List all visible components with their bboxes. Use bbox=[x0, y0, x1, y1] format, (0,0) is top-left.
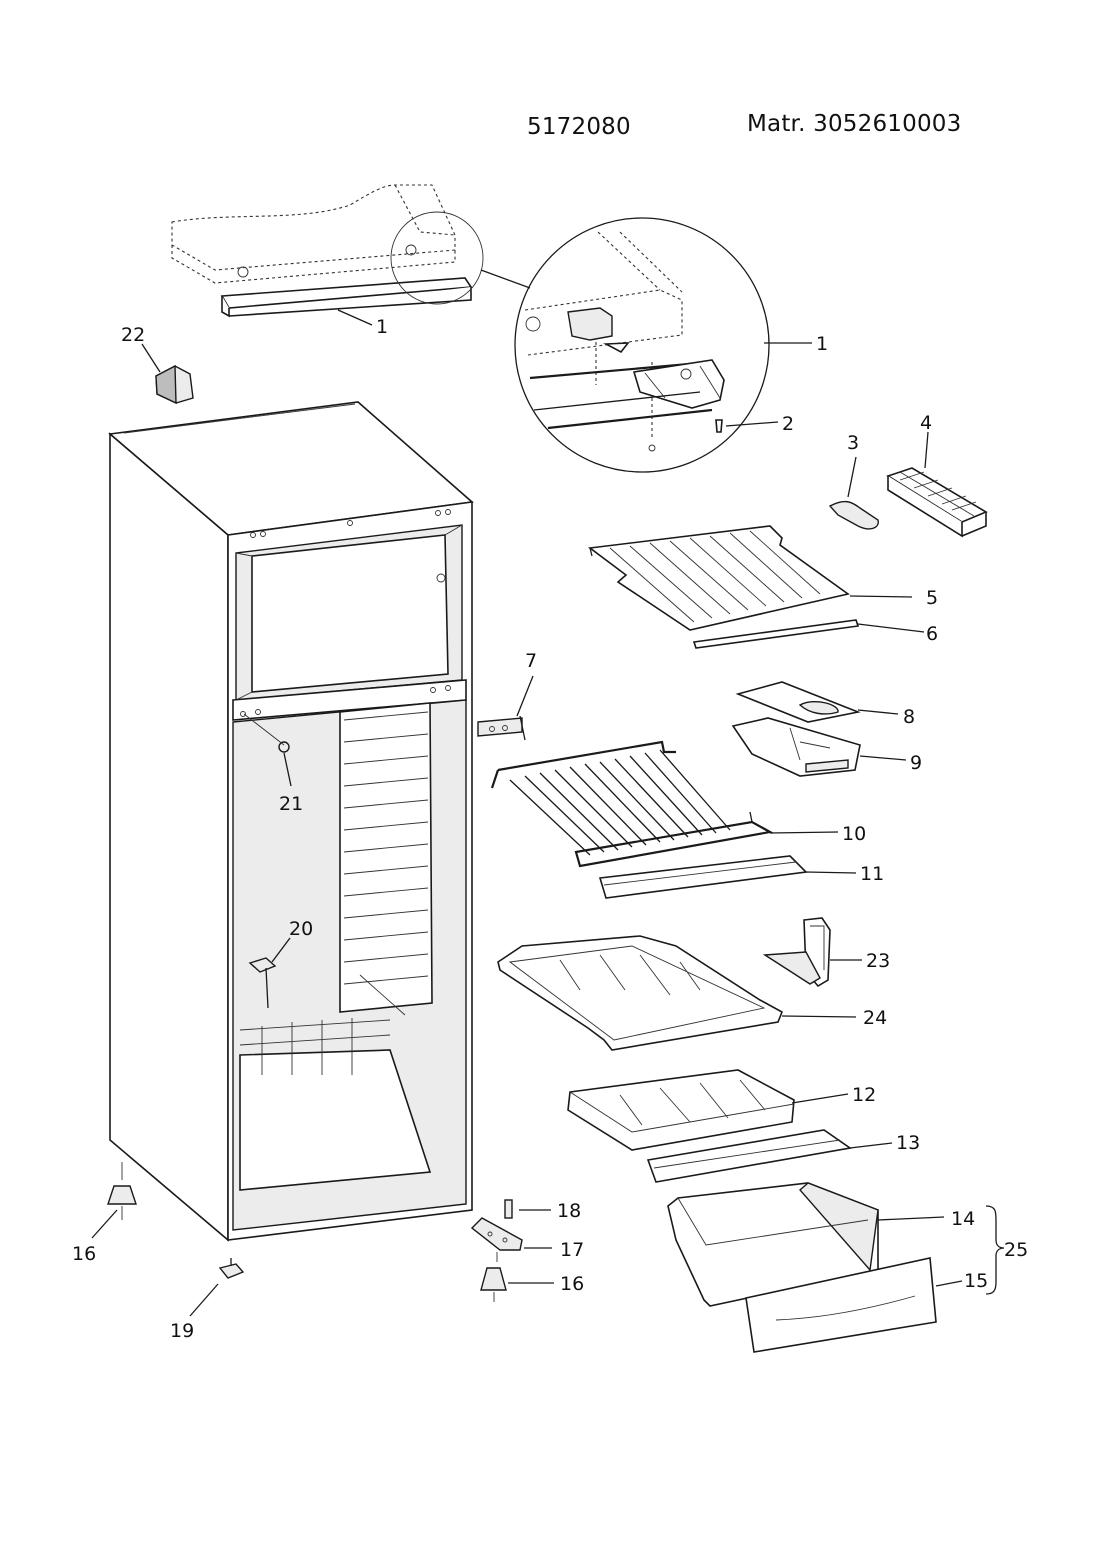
callout-23: 23 bbox=[866, 950, 890, 972]
callout-16-left: 16 bbox=[72, 1243, 96, 1265]
group-brace bbox=[985, 1205, 1005, 1295]
pin-part-18 bbox=[504, 1199, 513, 1219]
matr-number: Matr. 3052610003 bbox=[747, 111, 962, 137]
callout-12: 12 bbox=[852, 1084, 876, 1106]
callout-11: 11 bbox=[860, 863, 884, 885]
callout-1-detail: 1 bbox=[816, 333, 828, 355]
callout-17: 17 bbox=[560, 1239, 584, 1261]
callout-4: 4 bbox=[920, 412, 932, 434]
tray-lid-part-8 bbox=[735, 681, 861, 723]
bottom-hinge-part-17 bbox=[470, 1217, 523, 1262]
refrigerator-cabinet bbox=[108, 401, 474, 1242]
callout-10: 10 bbox=[842, 823, 866, 845]
callout-13: 13 bbox=[896, 1132, 920, 1154]
callout-8: 8 bbox=[903, 706, 915, 728]
callout-20: 20 bbox=[289, 918, 313, 940]
detail-marker-circle bbox=[390, 211, 484, 305]
callout-16-right: 16 bbox=[560, 1273, 584, 1295]
adjustable-foot-part-19 bbox=[218, 1258, 245, 1279]
crisper-cover-part-12 bbox=[567, 1069, 795, 1151]
top-door-outline bbox=[171, 184, 456, 284]
model-code: 5172080 bbox=[527, 114, 631, 140]
freezer-grid-part-5 bbox=[587, 525, 850, 631]
foot-part-16-right bbox=[480, 1267, 507, 1302]
callout-6: 6 bbox=[926, 623, 938, 645]
hinge-cover-part-22 bbox=[155, 364, 194, 405]
pin-part-21 bbox=[243, 713, 290, 753]
callout-14: 14 bbox=[951, 1208, 975, 1230]
glass-shelf-part-24 bbox=[497, 935, 784, 1051]
callout-22: 22 bbox=[121, 324, 145, 346]
callout-21: 21 bbox=[279, 793, 303, 815]
tray-part-9 bbox=[731, 717, 861, 777]
callout-7: 7 bbox=[525, 650, 537, 672]
callout-24: 24 bbox=[863, 1007, 887, 1029]
key-part-20 bbox=[248, 957, 277, 1009]
middle-hinge-part-7 bbox=[477, 715, 526, 741]
callout-15: 15 bbox=[964, 1270, 988, 1292]
scraper-part-3 bbox=[828, 500, 879, 530]
callout-19: 19 bbox=[170, 1320, 194, 1342]
foot-part-16-left bbox=[107, 1162, 137, 1220]
callout-3: 3 bbox=[847, 432, 859, 454]
callout-1-top: 1 bbox=[376, 316, 388, 338]
callout-2: 2 bbox=[782, 413, 794, 435]
drawer-front-part-15 bbox=[745, 1257, 937, 1353]
detail-magnified-view bbox=[514, 217, 770, 473]
callout-25: 25 bbox=[1004, 1239, 1028, 1261]
callout-9: 9 bbox=[910, 752, 922, 774]
ice-tray-part-4 bbox=[886, 467, 988, 538]
door-handle-part-1 bbox=[220, 277, 473, 318]
shelf-trim-part-11 bbox=[598, 855, 808, 899]
callout-18: 18 bbox=[557, 1200, 581, 1222]
guard-part-23 bbox=[762, 917, 831, 988]
grid-strip-part-6 bbox=[692, 619, 860, 649]
callout-5: 5 bbox=[926, 587, 938, 609]
wire-shelf-part-10 bbox=[490, 740, 774, 868]
